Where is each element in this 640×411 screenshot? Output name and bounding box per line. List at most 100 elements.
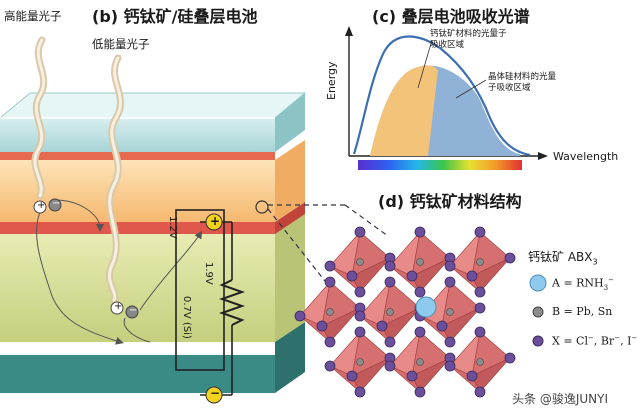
b-site-atom [356, 258, 364, 266]
x-site-atom [444, 360, 456, 372]
external-circuit [175, 209, 225, 371]
x-site-atom [466, 270, 478, 282]
structure-panel-title: (d) 钙钛矿材料结构 [378, 192, 522, 211]
x-site-atom [384, 336, 396, 348]
absorption-spectrum-chart [345, 26, 548, 170]
octahedron-face [411, 257, 451, 293]
x-site-atom [474, 286, 486, 298]
x-axis-label: Wavelength [553, 150, 619, 163]
x-site-atom [414, 226, 426, 238]
x-site-atom [354, 286, 366, 298]
x-site-atom [316, 320, 328, 332]
x-site-atom [474, 226, 486, 238]
x-site-atom [324, 336, 336, 348]
x-site-atom [354, 226, 366, 238]
perovskite-region-label: 钙钛矿材料的光量子吸收区域 [430, 29, 507, 50]
x-site-atom [414, 386, 426, 398]
legend-b-site-marker [532, 306, 544, 318]
octahedron-face [471, 357, 511, 393]
legend-b-site: B = Pb, Sn [552, 305, 613, 318]
x-site-atom [384, 276, 396, 288]
tandem-cell-drawing [0, 36, 389, 404]
x-site-atom [354, 310, 366, 322]
x-site-atom [436, 320, 448, 332]
x-site-atom [354, 326, 366, 338]
visible-spectrum-bar [358, 160, 522, 170]
x-site-atom [406, 270, 418, 282]
positive-terminal [205, 213, 223, 231]
octahedron-face [351, 357, 391, 393]
x-site-atom [384, 360, 396, 372]
x-site-atom [474, 386, 486, 398]
plus-sign: + [114, 301, 123, 312]
voltage-bottom-label: 0.7V (Si) [181, 296, 192, 339]
x-site-atom [346, 270, 358, 282]
watermark: 头条 @骏逸JUNYI [512, 392, 608, 406]
legend-a-site: A = RNH3− [552, 276, 614, 292]
voltage-total-label: 1.9V [203, 262, 214, 285]
perovskite-layer [0, 160, 275, 222]
b-site-atom [356, 358, 364, 366]
x-site-atom [444, 276, 456, 288]
x-site-atom [384, 260, 396, 272]
b-site-atom [416, 358, 424, 366]
x-site-atom [504, 352, 516, 364]
x-site-atom [466, 370, 478, 382]
x-site-atom [346, 370, 358, 382]
silicon-region-label: 晶体硅材料的光量子吸收区域 [488, 72, 557, 93]
silicon-layer [0, 232, 275, 342]
a-site-atom [415, 296, 437, 318]
voltage-top-label: 1.2V [167, 216, 178, 239]
b-site-atom [476, 358, 484, 366]
plus-sign: + [210, 214, 221, 228]
plus-sign: + [37, 200, 46, 211]
hole-carrier [110, 301, 124, 315]
x-site-atom [294, 310, 306, 322]
glass-cover [0, 118, 275, 152]
formula-label: 钙钛矿 ABX3 [528, 250, 598, 267]
x-site-atom [504, 252, 516, 264]
octahedron-face [321, 307, 361, 343]
low-energy-photon-label: 低能量光子 [92, 37, 150, 51]
electron-carrier [48, 198, 62, 212]
x-site-atom [324, 260, 336, 272]
x-site-atom [324, 360, 336, 372]
x-site-atom [444, 260, 456, 272]
legend-x-site: X = Cl−, Br−, I− [552, 334, 638, 348]
zoom-circle [255, 200, 269, 214]
x-site-atom [444, 336, 456, 348]
interface-layer [0, 222, 275, 234]
hole-carrier [33, 200, 47, 214]
legend-a-site-marker [529, 274, 547, 292]
spectrum-curve [352, 35, 531, 157]
legend-x-site-marker [532, 335, 544, 347]
bottom-electrode [0, 355, 275, 393]
negative-terminal [205, 386, 223, 404]
high-energy-photon-label: 高能量光子 [4, 9, 62, 23]
electron-carrier [125, 305, 139, 319]
b-site-atom [326, 308, 334, 316]
resistor-symbol [218, 279, 246, 326]
octahedron-face [411, 357, 451, 393]
x-site-atom [414, 286, 426, 298]
minus-sign: − [210, 386, 221, 400]
x-site-atom [354, 386, 366, 398]
minus-sign: − [129, 305, 138, 316]
b-site-atom [386, 308, 394, 316]
b-site-atom [446, 308, 454, 316]
x-site-atom [376, 320, 388, 332]
x-site-atom [474, 302, 486, 314]
spectrum-panel-title: (c) 叠层电池吸收光谱 [372, 7, 530, 26]
perovskite-absorption-region [370, 65, 438, 156]
b-site-atom [416, 258, 424, 266]
cell-panel-title: (b) 钙钛矿/硅叠层电池 [92, 7, 258, 26]
octahedron-face [471, 257, 511, 293]
x-site-atom [406, 370, 418, 382]
y-axis-label: Energy [325, 61, 338, 100]
octahedron-face [381, 307, 421, 343]
perovskite-crystal-structure [294, 226, 516, 398]
octahedron-face [351, 257, 391, 293]
minus-sign: − [52, 198, 61, 209]
